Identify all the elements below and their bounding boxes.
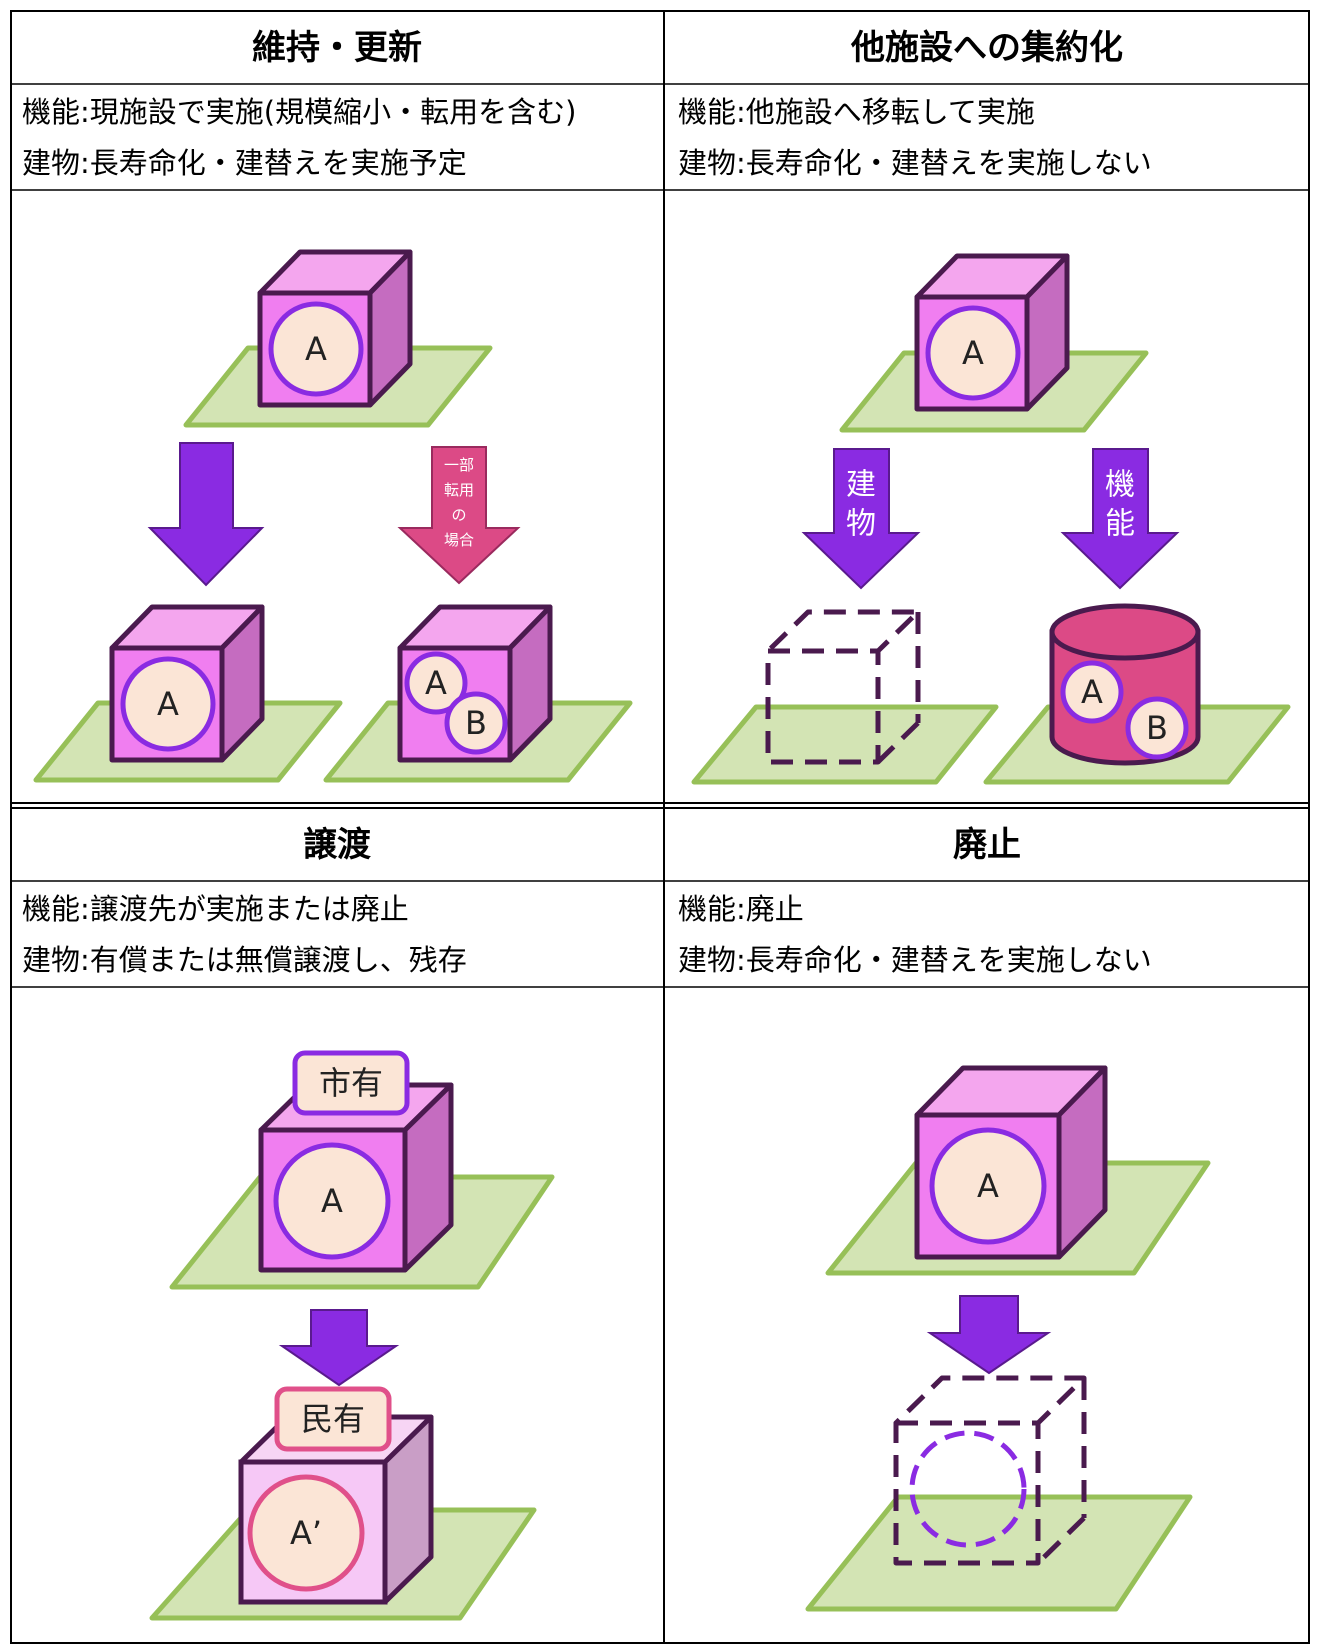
function-label-b: B bbox=[465, 704, 487, 742]
arrow-down-icon bbox=[278, 1309, 400, 1387]
consolidate-illustration: A 建 物 機 能 A B bbox=[691, 253, 1291, 785]
arrow-down-icon bbox=[147, 442, 265, 587]
maintain-building-line: 建物:長寿命化・建替えを実施予定 bbox=[22, 146, 467, 180]
removed-building-outline bbox=[765, 609, 921, 765]
function-circle bbox=[247, 1474, 365, 1592]
removed-function-circle bbox=[909, 1430, 1027, 1548]
function-label: A’ bbox=[290, 1514, 322, 1552]
function-label-b: B bbox=[1146, 709, 1168, 747]
transfer-building-line: 建物:有償または無償譲渡し、残存 bbox=[22, 943, 467, 977]
private-owned-tag: 民有 bbox=[274, 1386, 392, 1452]
city-owned-tag: 市有 bbox=[292, 1050, 410, 1116]
function-circle-b bbox=[444, 691, 508, 755]
abolish-building-line: 建物:長寿命化・建替えを実施しない bbox=[678, 943, 1152, 977]
function-circle bbox=[268, 301, 364, 397]
function-circle bbox=[120, 656, 216, 752]
arrow-down-icon bbox=[801, 448, 921, 590]
function-circle bbox=[273, 1142, 391, 1260]
function-label: A bbox=[977, 1167, 999, 1205]
function-circle-a bbox=[1060, 660, 1124, 724]
svg-text:場合: 場合 bbox=[444, 531, 474, 549]
arrow-down-icon bbox=[397, 446, 521, 585]
function-label-a: A bbox=[425, 664, 447, 702]
ground-plate bbox=[691, 704, 999, 785]
svg-text:一部: 一部 bbox=[444, 456, 474, 474]
svg-text:転用: 転用 bbox=[444, 481, 474, 499]
consolidate-title: 他施設への集約化 bbox=[850, 28, 1123, 68]
transfer-title: 譲渡 bbox=[303, 825, 371, 865]
abolish-title: 廃止 bbox=[953, 825, 1021, 865]
removed-building-outline bbox=[893, 1375, 1087, 1566]
arrow-side-label: 一部 転用 の 場合 bbox=[444, 456, 474, 549]
arrow-building-label-2: 物 bbox=[846, 507, 876, 542]
svg-text:の: の bbox=[451, 506, 466, 524]
arrow-down-icon bbox=[926, 1295, 1052, 1375]
ground-plate bbox=[805, 1494, 1193, 1612]
function-label: A bbox=[321, 1182, 343, 1220]
function-circle bbox=[929, 1127, 1047, 1245]
table-grid bbox=[10, 10, 1310, 1644]
consolidate-building-line: 建物:長寿命化・建替えを実施しない bbox=[678, 146, 1152, 180]
abolish-function-line: 機能:廃止 bbox=[678, 892, 804, 926]
maintain-illustration: A 一部 転用 の 場合 A A B bbox=[33, 249, 633, 783]
consolidate-function-line: 機能:他施設へ移転して実施 bbox=[678, 95, 1035, 129]
svg-text:市有: 市有 bbox=[319, 1064, 383, 1102]
transfer-function-line: 機能:譲渡先が実施または廃止 bbox=[22, 892, 409, 926]
maintain-title: 維持・更新 bbox=[252, 28, 422, 68]
abolish-illustration: A bbox=[805, 1065, 1211, 1612]
function-circle-a bbox=[404, 651, 468, 715]
arrow-building-label-1: 建 bbox=[846, 468, 876, 503]
arrow-function-label-1: 機 bbox=[1105, 468, 1135, 503]
transfer-illustration: A 市有 A’ 民有 bbox=[149, 1050, 555, 1621]
function-circle-b bbox=[1125, 696, 1189, 760]
function-label-a: A bbox=[1081, 673, 1103, 711]
maintain-function-line: 機能:現施設で実施(規模縮小・転用を含む) bbox=[22, 95, 576, 129]
function-label: A bbox=[157, 685, 179, 723]
svg-text:民有: 民有 bbox=[301, 1400, 365, 1438]
arrow-function-label-2: 能 bbox=[1105, 507, 1135, 542]
function-label: A bbox=[962, 334, 984, 372]
function-circle bbox=[925, 305, 1021, 401]
function-label: A bbox=[305, 330, 327, 368]
arrow-down-icon bbox=[1060, 448, 1180, 590]
